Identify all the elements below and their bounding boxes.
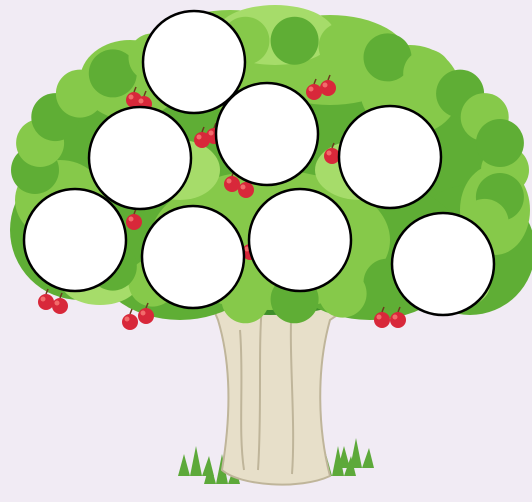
foliage-edge bbox=[319, 22, 367, 70]
name-placeholder-circle[interactable] bbox=[249, 189, 351, 291]
apple-shine bbox=[309, 87, 314, 92]
apple-shine bbox=[129, 95, 134, 100]
name-placeholder-circle[interactable] bbox=[142, 206, 244, 308]
apple-shine bbox=[209, 131, 214, 136]
apple-icon bbox=[320, 80, 336, 96]
apple-icon bbox=[52, 298, 68, 314]
foliage-edge bbox=[476, 119, 524, 167]
apple-icon bbox=[122, 314, 138, 330]
apple-icon bbox=[306, 84, 322, 100]
apple-icon bbox=[390, 312, 406, 328]
name-placeholder-circle[interactable] bbox=[392, 213, 494, 315]
apple-shine bbox=[41, 297, 46, 302]
apple-shine bbox=[241, 185, 246, 190]
apple-icon bbox=[224, 176, 240, 192]
name-placeholder-circle[interactable] bbox=[89, 107, 191, 209]
apple-icon bbox=[138, 308, 154, 324]
apple-shine bbox=[141, 311, 146, 316]
apple-icon bbox=[126, 214, 142, 230]
apple-shine bbox=[393, 315, 398, 320]
apple-icon bbox=[324, 148, 340, 164]
name-placeholder-circle[interactable] bbox=[216, 83, 318, 185]
apple-shine bbox=[125, 317, 130, 322]
apple-icon bbox=[238, 182, 254, 198]
apple-shine bbox=[139, 99, 144, 104]
apple-shine bbox=[327, 151, 332, 156]
apple-icon bbox=[38, 294, 54, 310]
apple-shine bbox=[227, 179, 232, 184]
foliage-edge bbox=[271, 17, 319, 65]
apple-shine bbox=[323, 83, 328, 88]
name-placeholder-circle[interactable] bbox=[339, 106, 441, 208]
apple-shine bbox=[55, 301, 60, 306]
apple-shine bbox=[197, 135, 202, 140]
apple-shine bbox=[129, 217, 134, 222]
apple-icon bbox=[374, 312, 390, 328]
apple-shine bbox=[377, 315, 382, 320]
name-placeholder-circle[interactable] bbox=[24, 189, 126, 291]
